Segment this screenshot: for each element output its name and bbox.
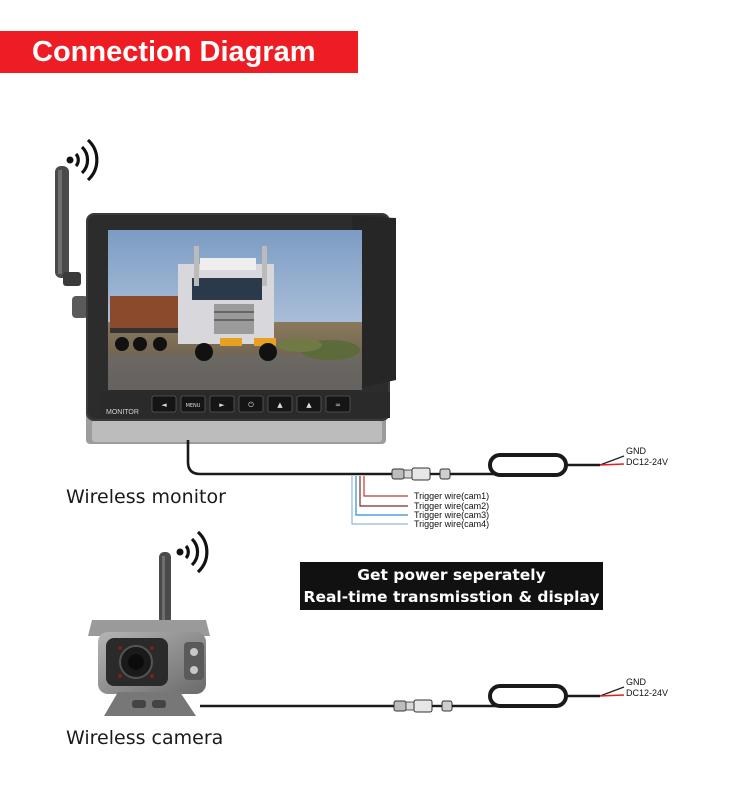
info-box-line1: Get power seperately xyxy=(357,566,546,584)
monitor-wifi-icon xyxy=(66,138,99,182)
trigger-wire-label-cam2: Trigger wire(cam2) xyxy=(414,501,490,511)
monitor-gnd-label: GND xyxy=(626,446,646,456)
monitor-button-label: ⏻ xyxy=(248,401,254,409)
camera-antenna xyxy=(159,552,171,624)
trigger-wires xyxy=(351,476,408,525)
diagram-title: Connection Diagram xyxy=(32,36,316,68)
monitor-button-label: MENU xyxy=(186,403,201,409)
trigger-wire-label-cam3: Trigger wire(cam3) xyxy=(414,510,490,520)
monitor-button xyxy=(296,395,322,413)
monitor-antenna xyxy=(55,166,81,286)
monitor-button xyxy=(238,395,264,413)
monitor-button xyxy=(180,395,206,413)
camera-gnd-label: GND xyxy=(626,677,646,687)
monitor-button xyxy=(267,395,293,413)
monitor-button-label: ▲ xyxy=(277,401,283,409)
monitor-button-label: ∞ xyxy=(335,401,341,409)
monitor-voltage-label: DC12-24V xyxy=(626,457,669,467)
monitor-button xyxy=(325,395,351,413)
monitor-button-label: ▲ xyxy=(306,401,312,409)
monitor-button-label: ◄ xyxy=(161,401,167,409)
trigger-wire-label-cam1: Trigger wire(cam1) xyxy=(414,491,490,501)
diagram-title-banner: Connection Diagram xyxy=(0,31,358,73)
monitor-button-label: ► xyxy=(219,401,225,409)
wireless-camera xyxy=(88,620,210,716)
camera-cable xyxy=(200,684,625,713)
monitor-label: Wireless monitor xyxy=(66,486,226,508)
info-box-line2: Real-time transmisstion & display xyxy=(303,588,600,606)
monitor-button xyxy=(151,395,177,413)
camera-voltage-label: DC12-24V xyxy=(626,688,669,698)
monitor-cable xyxy=(186,440,625,481)
monitor-button xyxy=(209,395,235,413)
info-box: Get power seperately Real-time transmiss… xyxy=(300,562,603,610)
wireless-monitor: MONITOR ◄ MENU ► ⏻ ▲ ▲ ∞ xyxy=(72,213,396,444)
trigger-wire-label-cam4: Trigger wire(cam4) xyxy=(414,519,490,529)
camera-label: Wireless camera xyxy=(66,727,224,749)
camera-wifi-icon xyxy=(176,530,209,574)
monitor-brand: MONITOR xyxy=(106,409,139,416)
monitor-button-row: ◄ MENU ► ⏻ ▲ ▲ ∞ xyxy=(151,395,351,413)
